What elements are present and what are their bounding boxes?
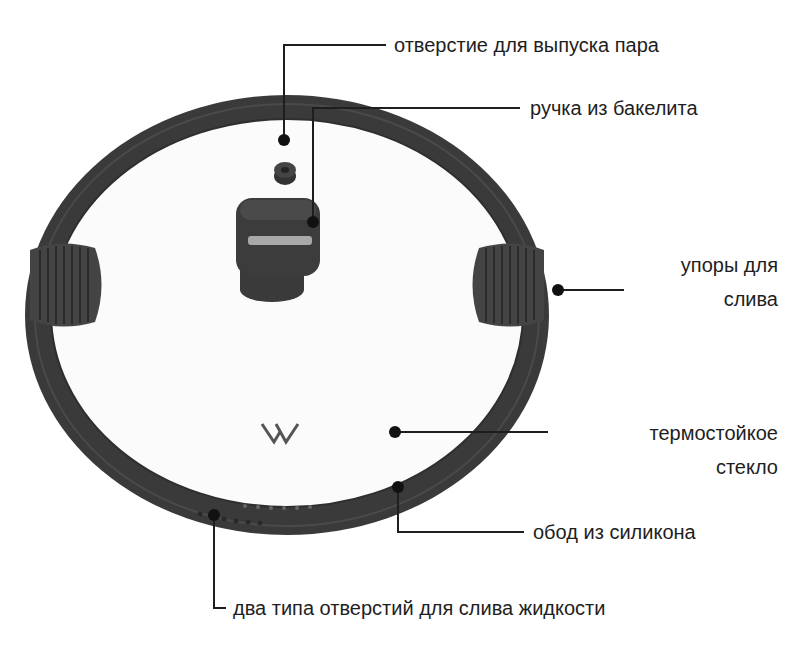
callout-label: упоры для слива [648,248,778,316]
leader-dots [208,134,564,521]
lid [25,95,549,535]
callout-label: ручка из бакелита [530,91,795,125]
callout-label: отверстие для выпуска пара [394,28,794,62]
callout-label: два типа отверстий для слива жидкости [233,591,795,625]
logo [262,424,298,442]
callout-label: обод из силикона [533,515,795,549]
handle [236,198,320,302]
callout-label: термостойкое стекло [638,416,778,484]
steam-vent [274,162,296,185]
